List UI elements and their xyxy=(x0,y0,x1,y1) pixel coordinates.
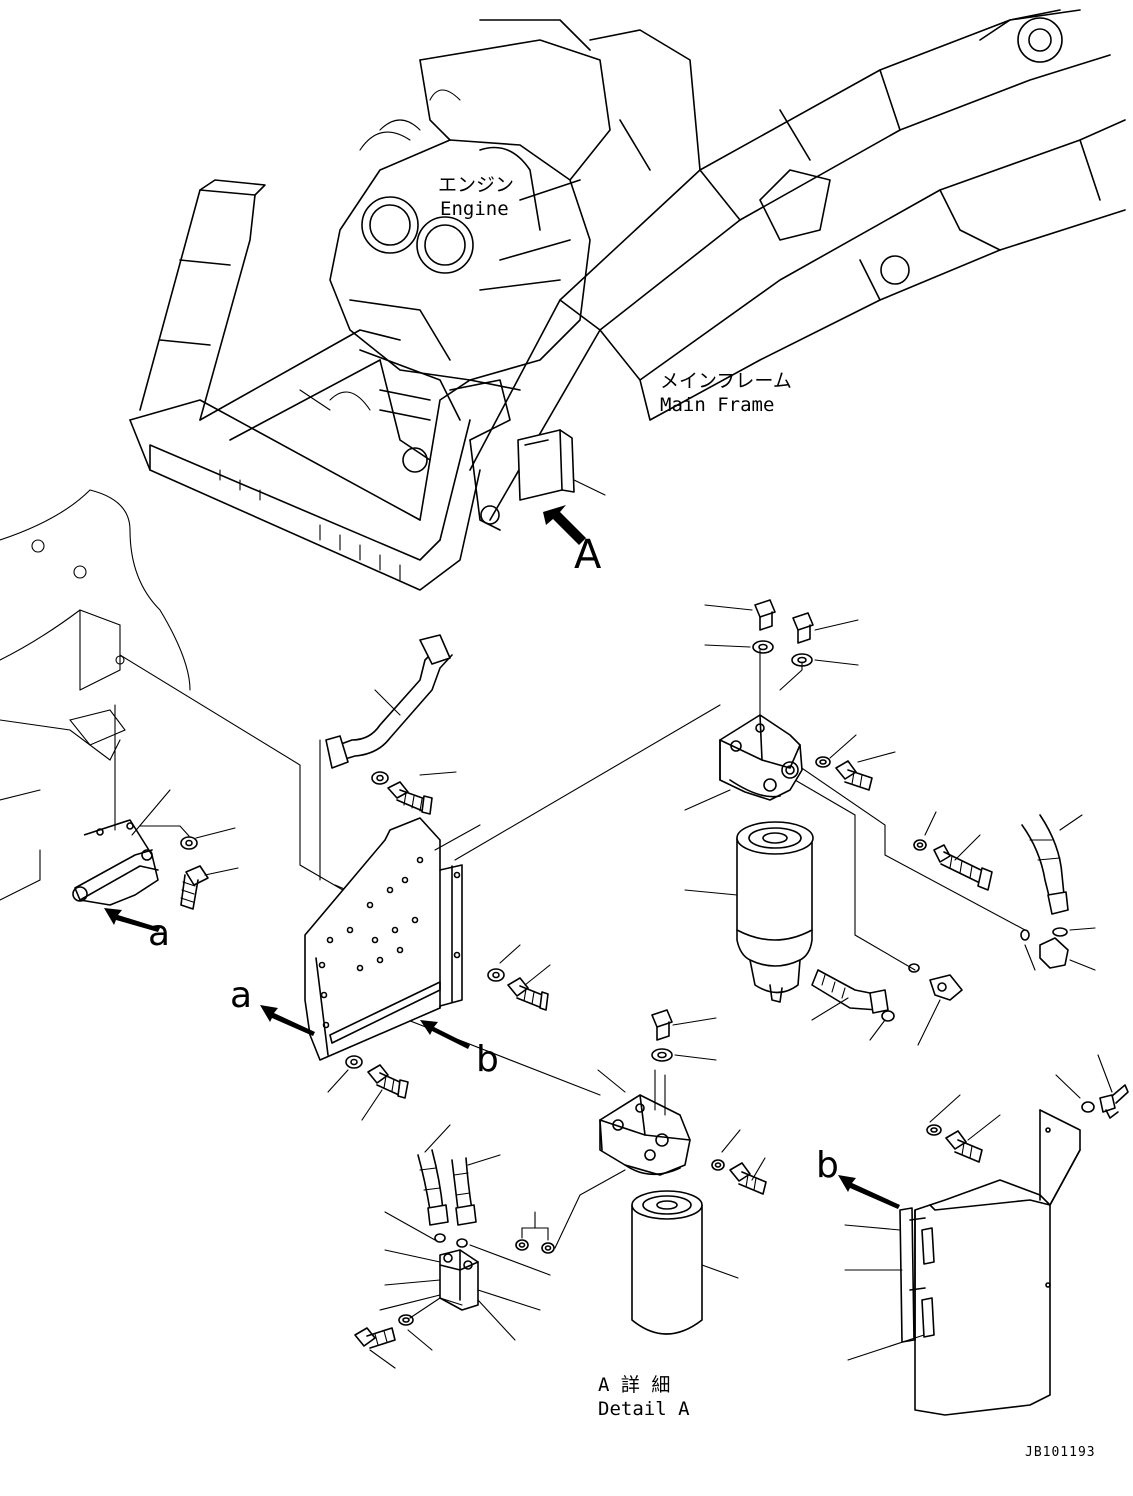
mounting-plate xyxy=(260,634,551,1121)
ref-a-left: a xyxy=(148,913,171,954)
engine-label-en: Engine xyxy=(440,198,509,220)
fuel-filter-assembly xyxy=(684,599,1096,1046)
main-frame-label-jp: メインフレーム xyxy=(660,370,792,392)
detail-label-jp: A 詳 細 xyxy=(598,1374,671,1396)
main-frame-label-en: Main Frame xyxy=(660,394,775,416)
main-frame-assembly xyxy=(129,9,1126,591)
hose-manifold-assembly xyxy=(354,1124,551,1369)
left-bracket xyxy=(72,704,239,932)
drawing-id: JB101193 xyxy=(1025,1445,1096,1460)
ref-a-plate: a xyxy=(230,975,253,1016)
assembly-leader-lines xyxy=(119,649,1026,1096)
ref-b-plate: b xyxy=(476,1039,499,1080)
frame-outline xyxy=(0,489,191,901)
view-a-label: A xyxy=(574,532,602,578)
detail-label-en: Detail A xyxy=(598,1398,690,1420)
ref-b-cover: b xyxy=(816,1145,839,1186)
engine-label-jp: エンジン xyxy=(438,174,515,196)
filter-cover xyxy=(838,1054,1129,1416)
oil-filter-assembly xyxy=(515,1009,767,1335)
